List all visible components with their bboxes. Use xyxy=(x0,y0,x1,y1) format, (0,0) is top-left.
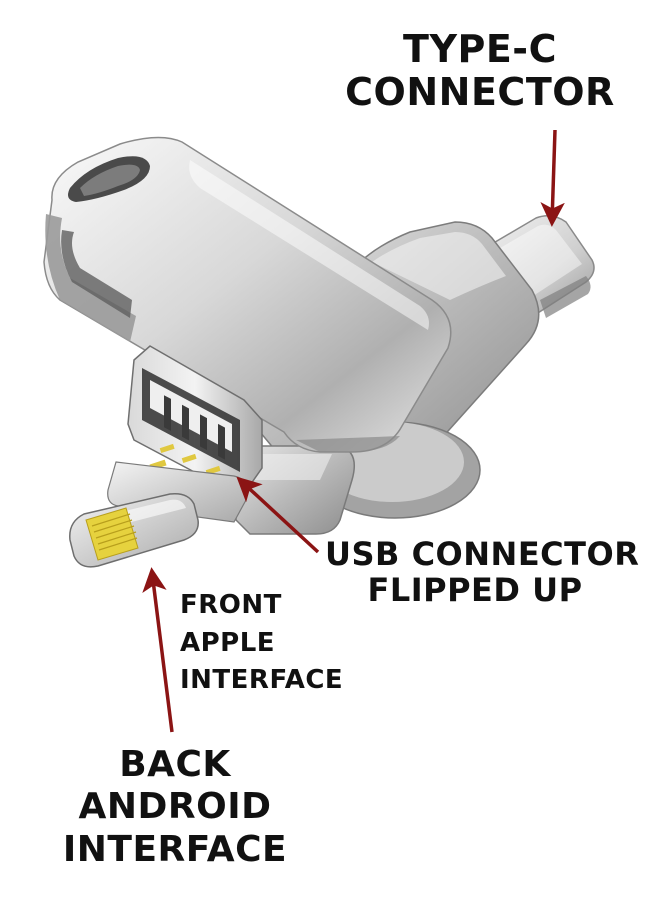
label-line: APPLE xyxy=(180,627,276,658)
label-front-apple-interface: FRONT APPLE INTERFACE xyxy=(180,587,350,700)
arrow-usb xyxy=(236,476,320,554)
label-line: INTERFACE xyxy=(180,665,344,696)
label-usb-connector: USB CONNECTOR FLIPPED UP xyxy=(325,535,640,609)
label-back-android-interface: BACK ANDROID INTERFACE xyxy=(60,744,290,871)
arrow-back-android xyxy=(142,567,174,733)
label-type-c-connector: TYPE-C CONNECTOR xyxy=(345,28,615,113)
label-line: INTERFACE xyxy=(62,828,288,870)
lightning-connector xyxy=(69,461,249,568)
label-line: FRONT xyxy=(180,590,282,620)
label-line: ANDROID xyxy=(78,786,272,828)
arrow-type-c xyxy=(540,129,565,227)
lightning-gold-contacts xyxy=(85,507,139,561)
label-line: BACK xyxy=(119,744,231,785)
label-line: FLIPPED UP xyxy=(367,570,583,609)
swivel-cap xyxy=(43,136,452,453)
label-line: TYPE-C xyxy=(403,27,557,71)
label-line: USB CONNECTOR xyxy=(325,535,640,573)
label-line: CONNECTOR xyxy=(345,69,615,114)
annotation-arrows xyxy=(142,129,565,733)
